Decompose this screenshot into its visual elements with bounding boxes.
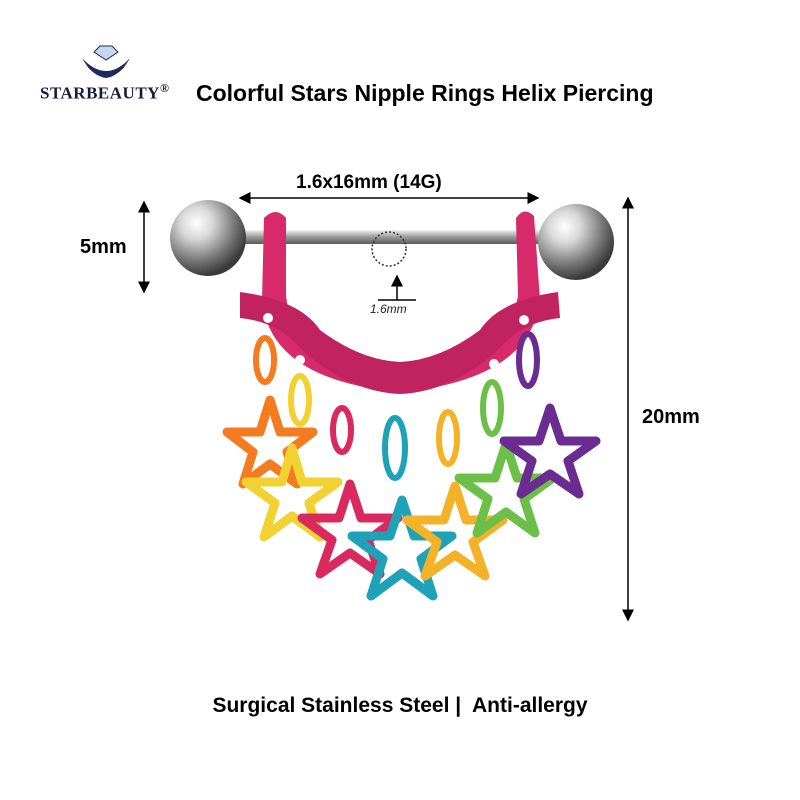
diamond-lotus-logo-icon [82, 45, 130, 78]
bar-length-label: 1.6x16mm (14G) [296, 172, 442, 193]
barbell-ball-left [170, 200, 246, 276]
drop-length-label: 20mm [642, 406, 700, 428]
gauge-circle [371, 231, 407, 267]
ball-size-label: 5mm [80, 236, 127, 258]
star-yellow [241, 443, 343, 542]
gauge-label: 1.6mm [370, 302, 407, 316]
star-magenta [297, 479, 403, 579]
material-footer: Surgical Stainless Steel | Anti-allergy [212, 694, 588, 717]
barbell [170, 200, 614, 280]
registered-mark: ® [159, 81, 170, 95]
barbell-bar [238, 230, 556, 244]
star-purple [499, 403, 601, 499]
brand-logo: STARBEAUTY® [40, 40, 190, 110]
star-orange [222, 395, 318, 489]
page-title: Colorful Stars Nipple Rings Helix Pierci… [196, 80, 654, 106]
shield [240, 211, 560, 409]
brand-name-text: STARBEAUTY [40, 83, 160, 103]
star-charms [222, 331, 601, 601]
brand-name: STARBEAUTY® [40, 81, 169, 104]
barbell-ball-right [538, 204, 614, 280]
star-teal [347, 495, 457, 601]
